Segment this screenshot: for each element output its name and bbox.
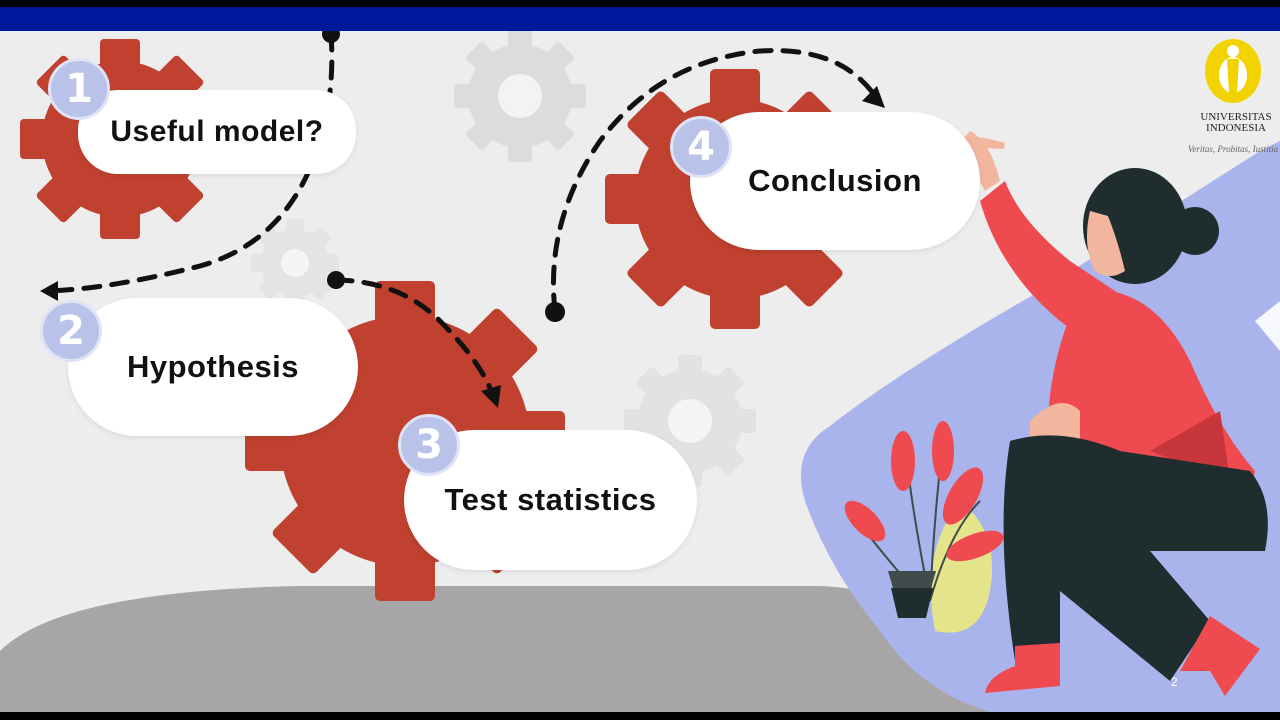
path-2-to-3	[333, 277, 495, 396]
title-bar	[0, 7, 1280, 31]
page-number: 2	[1171, 675, 1178, 689]
person	[940, 131, 1268, 696]
logo-emblem	[1205, 39, 1261, 103]
step-number-2: 2	[40, 300, 102, 362]
step-label-useful-model: Useful model?	[110, 115, 324, 148]
step-box-useful-model: Useful model?	[78, 90, 356, 174]
logo-name-line1: UNIVERSITAS	[1200, 111, 1272, 123]
plant	[844, 421, 1004, 633]
bg-gear-top	[454, 31, 586, 162]
bg-gear-small	[251, 219, 339, 307]
step-label-conclusion: Conclusion	[748, 163, 922, 198]
logo-motto: Veritas, Probitas, Iustitia	[1187, 144, 1279, 154]
logo-text: UNIVERSITAS INDONESIA	[1192, 112, 1280, 134]
step-number-1: 1	[48, 58, 110, 120]
logo-name-line2: INDONESIA	[1206, 122, 1266, 134]
arrowhead-4	[862, 86, 885, 108]
arrowhead-2	[40, 281, 58, 301]
window-top-border	[0, 0, 1280, 7]
path-start-dot-1	[322, 31, 340, 43]
blob-highlight	[1255, 301, 1280, 351]
step-box-hypothesis: Hypothesis	[68, 298, 358, 436]
step-number-4: 4	[670, 116, 732, 178]
arrowhead-3	[481, 385, 501, 408]
step-label-test-statistics: Test statistics	[444, 482, 657, 517]
step-box-conclusion: Conclusion	[690, 112, 980, 250]
path-start-dot-3	[545, 302, 565, 322]
path-start-dot-2	[327, 271, 345, 289]
floor	[0, 586, 1000, 712]
window-bottom-border	[0, 712, 1280, 720]
path-3-to-4	[550, 48, 878, 314]
step-number-3: 3	[398, 414, 460, 476]
step-label-hypothesis: Hypothesis	[126, 349, 300, 384]
